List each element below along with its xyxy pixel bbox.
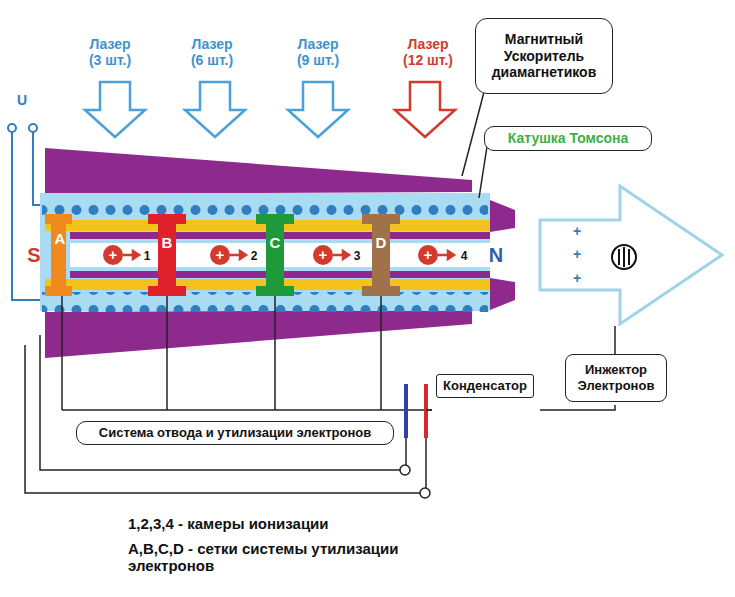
grid-letter: A [55,230,66,247]
laser-label: Лазер (3 шт.) [82,36,138,68]
callout-box: Магнитный Ускоритель диамагнетиков [475,18,613,94]
coil-label-box: Катушка Томсона [484,126,652,151]
callout-number: 3 [354,250,361,264]
callout-number: 2 [251,250,258,264]
grid-letter: C [270,234,281,251]
pole-label: N [489,244,503,267]
pole-label: S [27,244,40,267]
capacitor-label-box: Конденсатор [436,374,534,398]
node-text: Инжектор Электронов [572,362,660,393]
laser-label: Лазер (9 шт.) [290,36,346,68]
voltage-label: U [17,92,27,108]
grid-letter: B [162,234,173,251]
callout-number: 1 [144,250,151,264]
node-text: Конденсатор [443,378,527,394]
ion-sign: + [216,246,225,263]
ion-sign: + [319,246,328,263]
system-label-box: Система отвода и утилизации электронов [76,421,394,445]
node-text: Система отвода и утилизации электронов [99,425,371,441]
node-text: Магнитный Ускоритель диамагнетиков [482,31,606,81]
charge-sign: + [573,270,581,286]
charge-sign: + [573,246,581,262]
note-text: 1,2,3,4 - камеры ионизации [128,515,473,532]
charge-sign: + [573,223,581,239]
injector-label-box: Инжектор Электронов [565,354,667,402]
node-text: Катушка Томсона [508,130,629,147]
grid-letter: D [376,234,387,251]
laser-label: Лазер (12 шт.) [397,36,459,68]
note-text: A,B,C,D - сетки системы утилизации элект… [128,540,473,575]
ion-sign: + [109,246,118,263]
laser-label: Лазер (6 шт.) [184,36,240,68]
callout-number: 4 [461,250,468,264]
ion-sign: + [424,246,433,263]
